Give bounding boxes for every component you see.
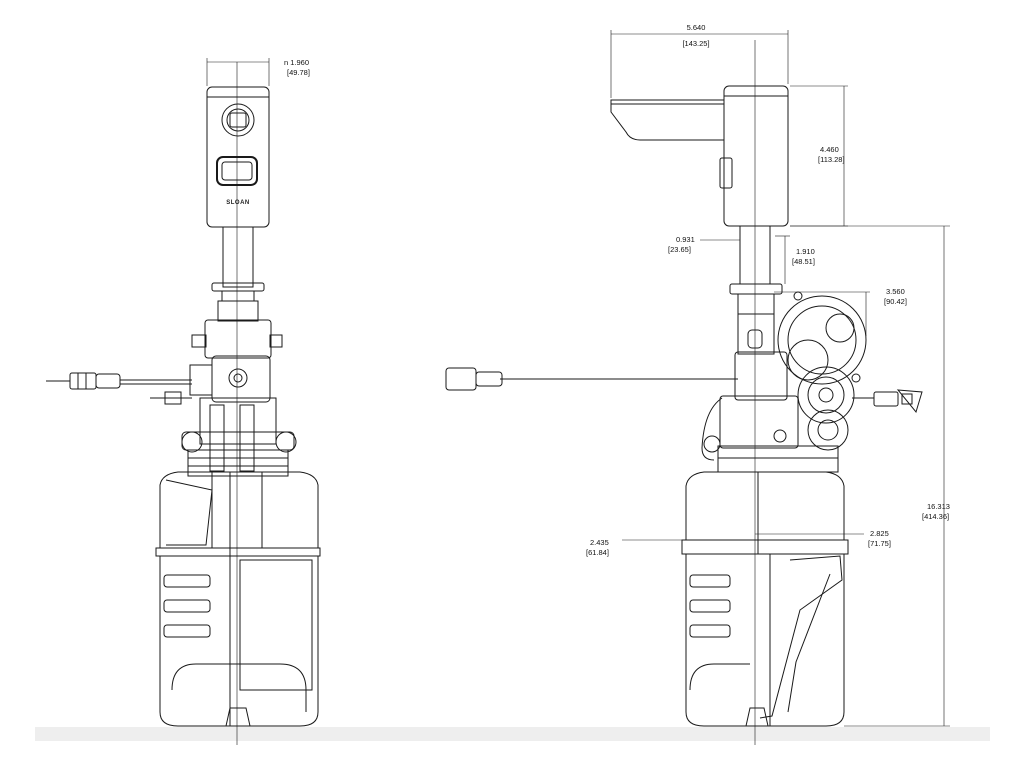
side-spout (610, 85, 789, 315)
front-spout-head (206, 86, 270, 228)
dim-bottle-right-mm: [71.75] (868, 539, 891, 548)
side-dimension-lines (610, 30, 950, 727)
dim-pump-offset-in: 3.560 (886, 287, 905, 296)
side-cable (445, 367, 738, 391)
dim-spout-height-in: 4.460 (820, 145, 839, 154)
dim-bottle-right-in: 2.825 (870, 529, 889, 538)
side-right-connector (852, 389, 923, 414)
dim-spout-height-mm: [113.28] (818, 155, 845, 164)
front-cable (46, 372, 192, 405)
front-shank (211, 226, 265, 322)
dim-bottle-left-in: 2.435 (590, 538, 609, 547)
dim-pump-offset-mm: [90.42] (884, 297, 907, 306)
dim-shank-diameter-mm: [23.65] (668, 245, 691, 254)
dim-spout-diameter-in: n 1.960 (284, 58, 309, 67)
dim-overall-height-mm: [414.36] (922, 512, 949, 521)
dim-deck-thickness-mm: [48.51] (792, 257, 815, 266)
side-view (445, 30, 950, 745)
dim-shank-diameter-in: 0.931 (676, 235, 695, 244)
dim-spout-reach-in: 5.640 (687, 23, 706, 32)
front-pump-assembly (181, 319, 297, 477)
front-view: SLOAN (46, 58, 321, 745)
front-bottle (155, 471, 321, 727)
dim-spout-reach-mm: [143.25] (682, 39, 709, 48)
front-brand-label: SLOAN (226, 200, 250, 206)
dim-spout-diameter-mm: [49.78] (287, 68, 310, 77)
floor-band (35, 727, 990, 741)
side-bottle (681, 471, 849, 727)
dim-overall-height-in: 16.313 (927, 502, 950, 511)
dim-bottle-left-mm: [61.84] (586, 548, 609, 557)
dim-deck-thickness-in: 1.910 (796, 247, 815, 256)
side-pump-motor (701, 291, 867, 473)
